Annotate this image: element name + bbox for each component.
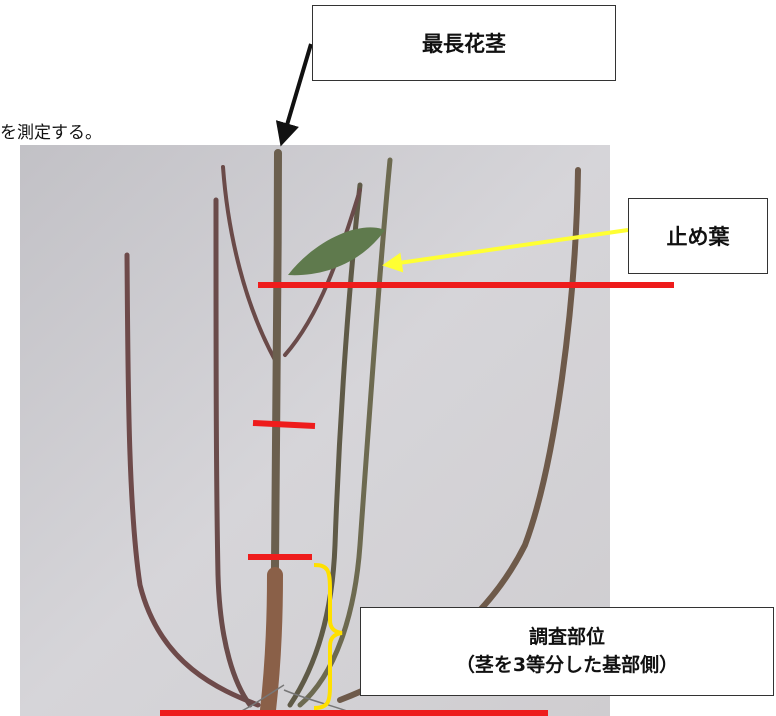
stem-center: [287, 182, 363, 708]
stem-center-right: [297, 157, 393, 708]
longest-stem-arrow: [275, 43, 313, 147]
flag-leaf-text: 止め葉: [666, 225, 730, 249]
survey-site-title: 調査部位: [528, 625, 605, 648]
main-stem-base: [260, 567, 283, 716]
stem-left: [213, 197, 253, 708]
branch-left: [221, 165, 277, 362]
longest-stem-text: 最長花茎: [422, 32, 506, 56]
branch-right: [283, 188, 362, 357]
longest-stem-label: 最長花茎: [312, 5, 616, 81]
stem-far-left: [124, 252, 261, 708]
truncated-instruction-text: を測定する。: [0, 123, 102, 143]
survey-site-bracket: [313, 563, 343, 710]
flag-leaf-label: 止め葉: [628, 198, 768, 274]
survey-site-label: 調査部位 （茎を3等分した基部側）: [360, 607, 774, 696]
flag-leaf-arrow: [382, 228, 629, 273]
survey-site-note: （茎を3等分した基部側）: [455, 653, 679, 676]
flag-leaf-shape: [288, 227, 385, 276]
upper-third-mark: [252, 420, 316, 429]
